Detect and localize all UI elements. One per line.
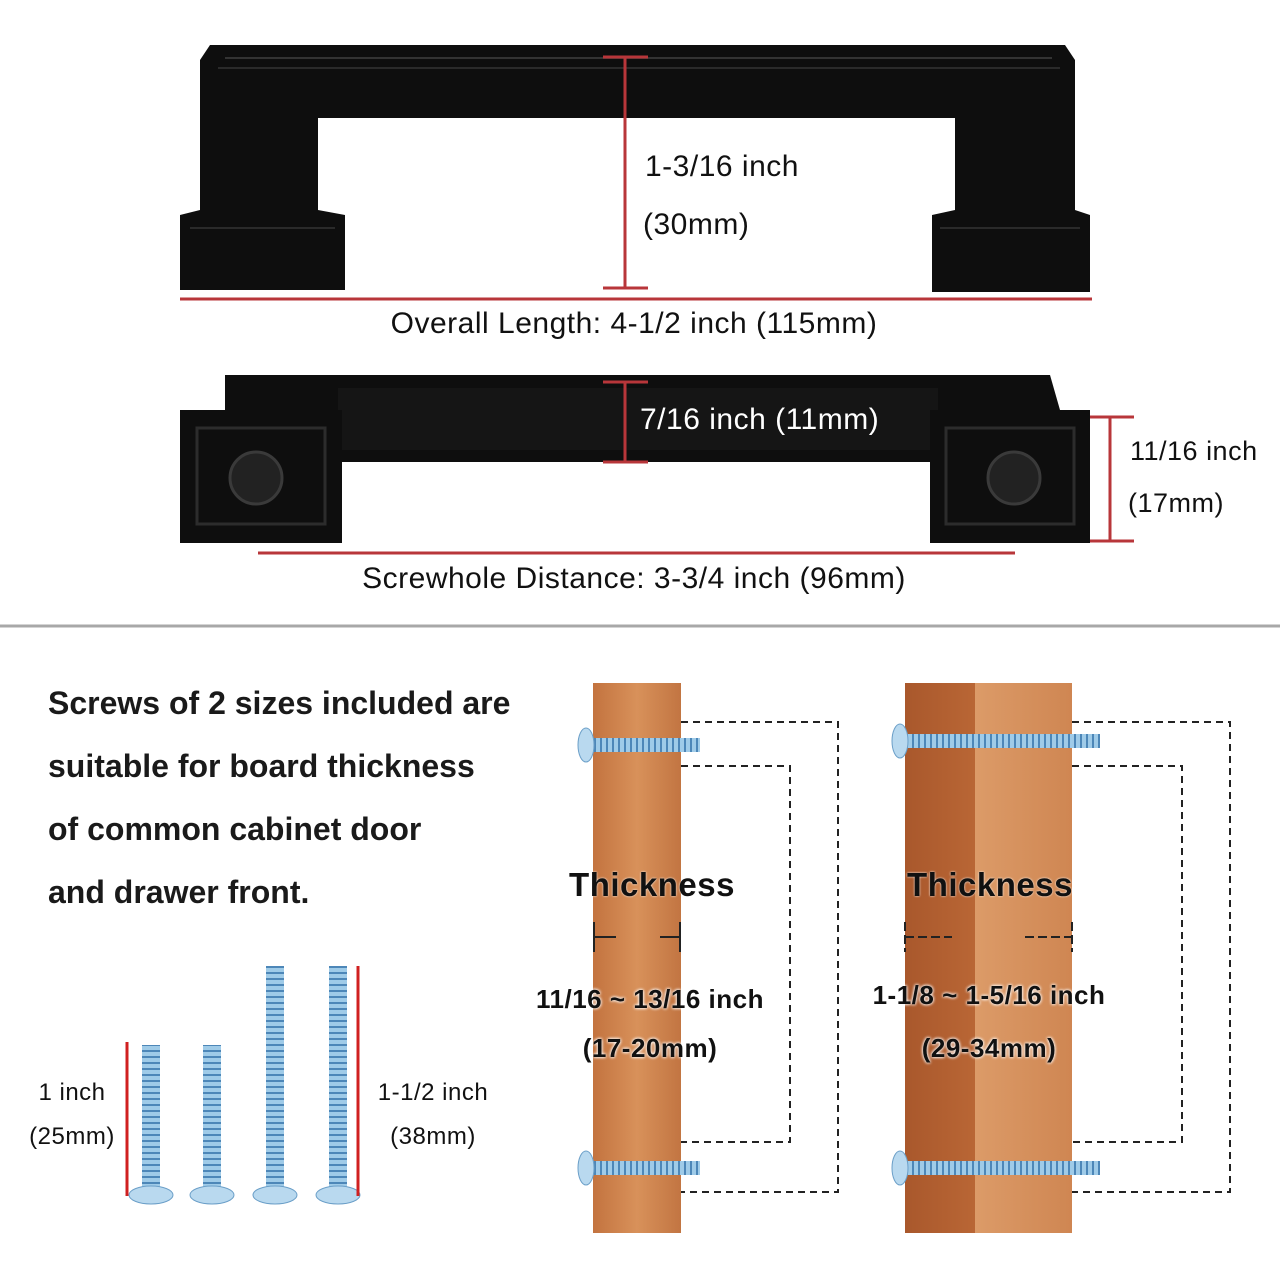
board-1-metric: (17-20mm) [582, 1033, 718, 1063]
description-line: of common cabinet door [48, 811, 422, 847]
description-line: and drawer front. [48, 874, 310, 910]
board-2-metric: (29-34mm) [921, 1033, 1057, 1063]
handle-front-view [180, 45, 1090, 292]
thin-board [577, 683, 839, 1233]
base-width-label: 11/16 inch [1130, 436, 1258, 466]
board-1-title: Thickness [569, 866, 735, 903]
board-1-range: 11/16 ~ 13/16 inch [536, 984, 764, 1014]
short-screw-label: 1 inch [38, 1079, 106, 1106]
description-line: Screws of 2 sizes included are [48, 685, 511, 721]
height-label: 1-3/16 inch [645, 150, 799, 183]
long-screw-label: 1-1/2 inch [377, 1079, 489, 1106]
height-metric: (30mm) [643, 208, 750, 241]
long-screw [315, 966, 361, 1205]
description-line: suitable for board thickness [48, 748, 475, 784]
short-screw [128, 1045, 174, 1205]
base-width-dimension-line [1090, 415, 1134, 543]
thick-board [891, 683, 1231, 1233]
screws-description: Screws of 2 sizes included are suitable … [48, 672, 510, 924]
long-screw [252, 966, 298, 1205]
screwhole-distance-label: Screwhole Distance: 3-3/4 inch (96mm) [362, 562, 906, 595]
bar-width-dimension-line [603, 380, 648, 464]
long-screw-metric: (38mm) [390, 1123, 476, 1150]
height-dimension-line [603, 55, 648, 290]
overall-length-label: Overall Length: 4-1/2 inch (115mm) [390, 307, 878, 340]
short-screw [189, 1045, 235, 1205]
handle-top-view [180, 375, 1090, 543]
board-2-title: Thickness [907, 866, 1073, 903]
board-2-range: 1-1/8 ~ 1-5/16 inch [872, 980, 1106, 1010]
bar-width-label: 7/16 inch (11mm) [640, 403, 880, 436]
base-width-metric: (17mm) [1128, 488, 1224, 518]
short-screw-metric: (25mm) [29, 1123, 115, 1150]
